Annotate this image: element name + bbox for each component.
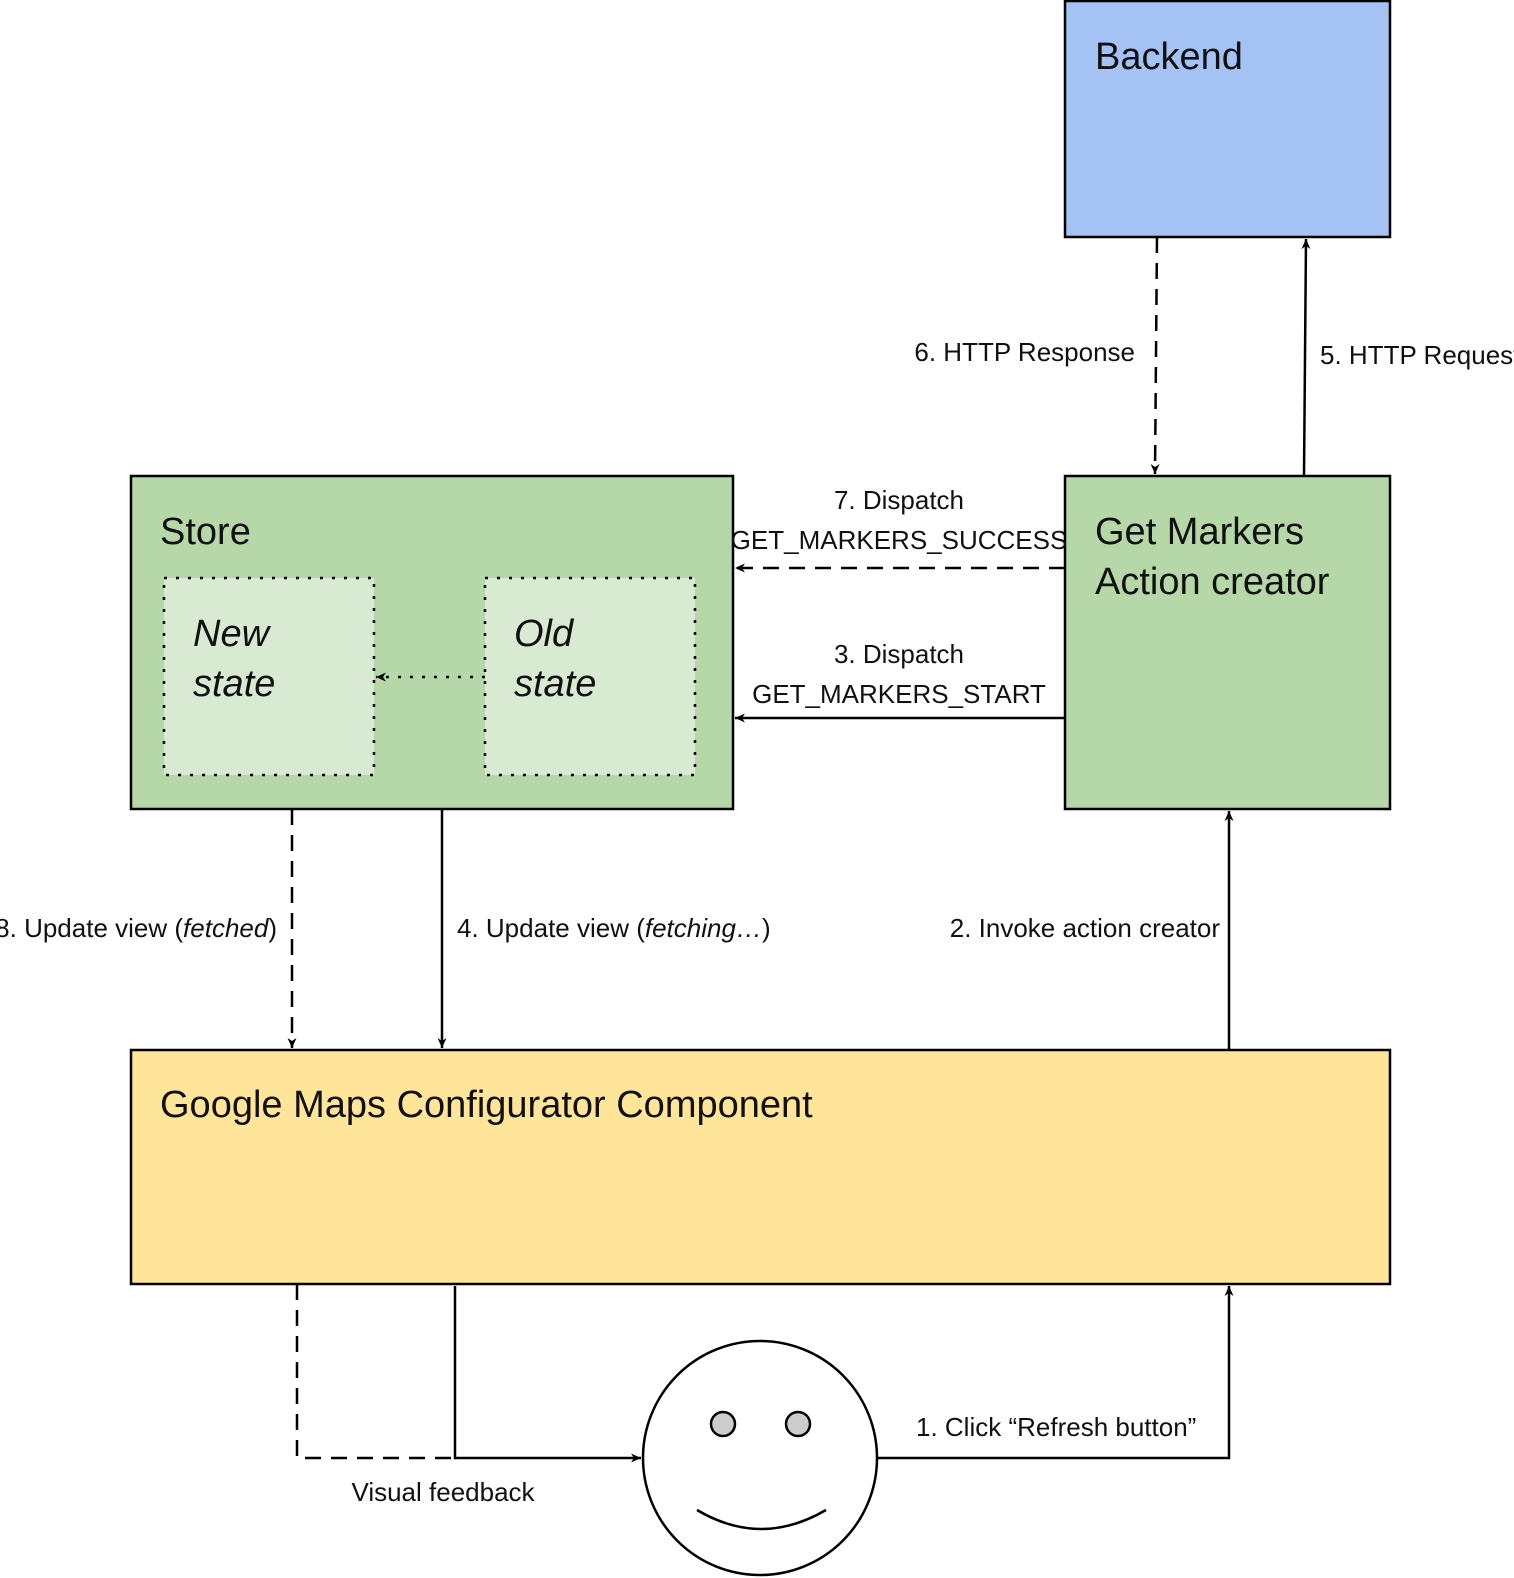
new-state-line-1: New xyxy=(193,613,272,655)
action-creator-box xyxy=(1063,474,1392,811)
edge-update-fetching-suffix: ) xyxy=(762,913,771,943)
edge-visual-feedback-solid xyxy=(453,1286,641,1463)
edge-visual-feedback: Visual feedback xyxy=(295,1284,641,1507)
new-state-node: New state xyxy=(162,576,376,777)
edge-update-fetching-italic: fetching… xyxy=(645,913,762,943)
edge-http-response-label: 6. HTTP Response xyxy=(914,337,1135,367)
edge-update-fetching-prefix: 4. Update view ( xyxy=(457,913,645,943)
backend-box xyxy=(1063,0,1392,239)
old-state-line-2: state xyxy=(514,663,596,705)
old-state-line-1: Old xyxy=(514,613,575,655)
user-right-eye xyxy=(784,1410,812,1438)
edge-click-refresh-line xyxy=(877,1286,1234,1460)
edge-update-fetching-label: 4. Update view (fetching…) xyxy=(457,913,771,943)
edge-http-response: 6. HTTP Response xyxy=(914,236,1160,475)
store-node: Store New state Old state xyxy=(129,474,735,811)
edge-update-view-fetched: 8. Update view (fetched) xyxy=(0,809,297,1048)
edge-update-fetched-suffix: ) xyxy=(268,913,277,943)
backend-title: Backend xyxy=(1095,36,1243,78)
store-title: Store xyxy=(160,511,251,553)
edge-http-request-line xyxy=(1301,238,1311,477)
edge-dispatch-start: 3. Dispatch GET_MARKERS_START xyxy=(735,639,1065,723)
edge-dispatch-start-label-2: GET_MARKERS_START xyxy=(752,679,1046,709)
edge-visual-feedback-dashed xyxy=(295,1284,455,1460)
edge-dispatch-success: 7. Dispatch GET_MARKERS_SUCCESS xyxy=(731,485,1068,573)
action-creator-node: Get Markers Action creator xyxy=(1063,474,1392,811)
action-creator-line-1: Get Markers xyxy=(1095,511,1304,553)
edge-click-refresh: 1. Click “Refresh button” xyxy=(877,1286,1234,1460)
edge-visual-feedback-label: Visual feedback xyxy=(351,1477,535,1507)
smiley-face-icon xyxy=(641,1339,879,1577)
component-title: Google Maps Configurator Component xyxy=(160,1084,813,1126)
backend-node: Backend xyxy=(1063,0,1392,239)
edge-update-view-fetching: 4. Update view (fetching…) xyxy=(437,809,771,1048)
new-state-line-2: state xyxy=(193,663,275,705)
edge-dispatch-success-label-2: GET_MARKERS_SUCCESS xyxy=(731,525,1068,555)
edge-dispatch-start-label-1: 3. Dispatch xyxy=(834,639,964,669)
edge-http-request: 5. HTTP Request xyxy=(1301,238,1514,477)
component-node: Google Maps Configurator Component xyxy=(129,1048,1392,1286)
old-state-node: Old state xyxy=(483,576,697,777)
edge-update-fetched-italic: fetched xyxy=(183,913,270,943)
user-left-eye xyxy=(709,1410,737,1438)
edge-http-response-line xyxy=(1150,236,1160,475)
edge-invoke-label: 2. Invoke action creator xyxy=(950,913,1221,943)
edge-invoke-action-creator: 2. Invoke action creator xyxy=(950,811,1234,1050)
user-face xyxy=(641,1339,879,1577)
edge-click-refresh-label: 1. Click “Refresh button” xyxy=(916,1412,1196,1442)
component-box xyxy=(129,1048,1392,1286)
action-creator-line-2: Action creator xyxy=(1095,561,1330,603)
old-state-box xyxy=(483,576,697,777)
edge-update-fetched-label: 8. Update view (fetched) xyxy=(0,913,277,943)
user-mouth xyxy=(696,1508,827,1531)
edge-update-fetched-prefix: 8. Update view ( xyxy=(0,913,183,943)
edge-http-request-label: 5. HTTP Request xyxy=(1320,340,1514,370)
edge-dispatch-success-label-1: 7. Dispatch xyxy=(834,485,964,515)
new-state-box xyxy=(162,576,376,777)
